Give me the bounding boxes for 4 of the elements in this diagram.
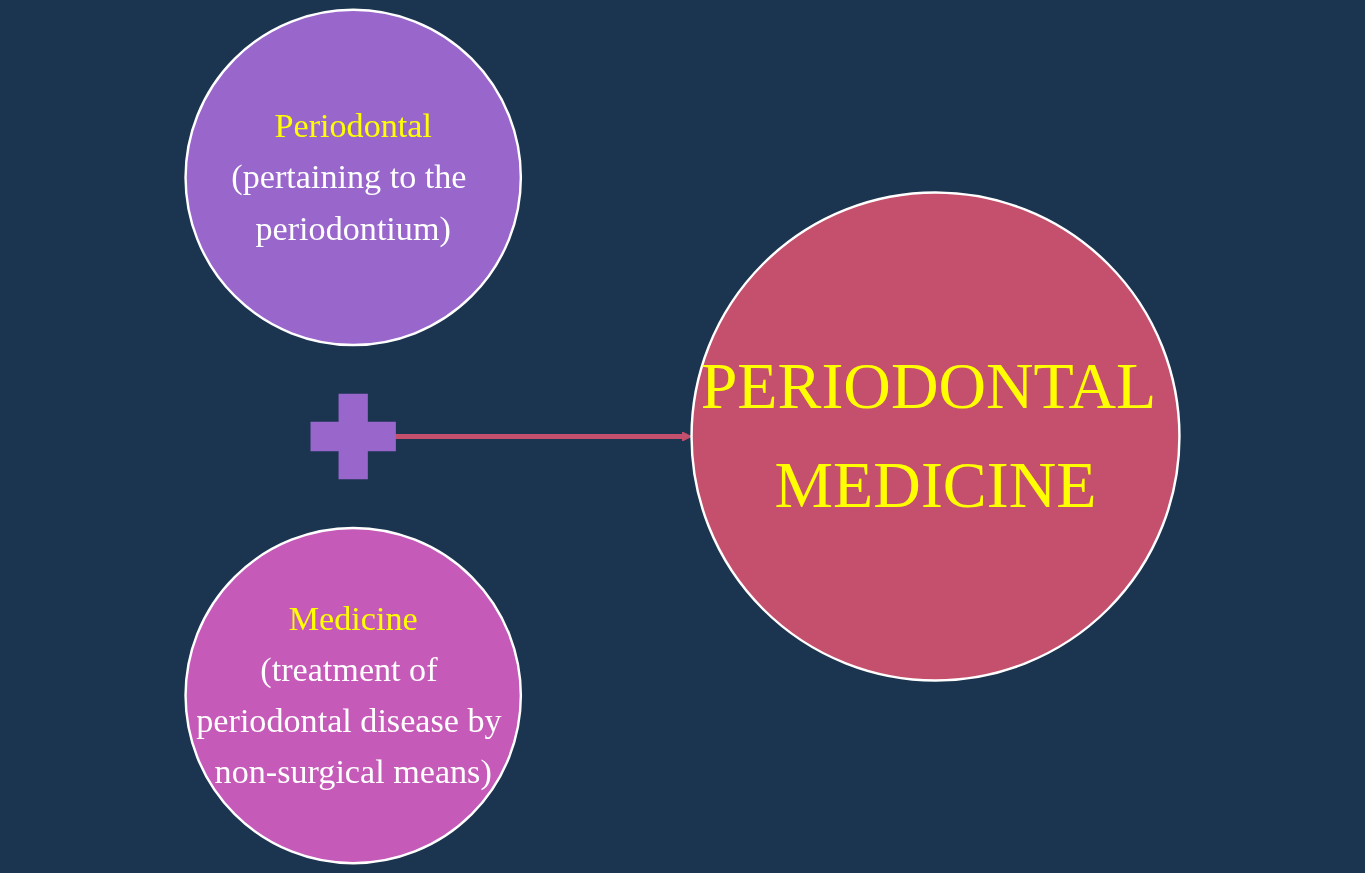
node-circle: PERIODONTAL MEDICINE (690, 191, 1181, 682)
node-plus (310, 393, 396, 480)
node-circle: Medicine (treatment of periodontal disease by non-surgical means) (184, 526, 523, 865)
node-circle: Periodontal (pertaining to the periodontium) (184, 8, 523, 347)
